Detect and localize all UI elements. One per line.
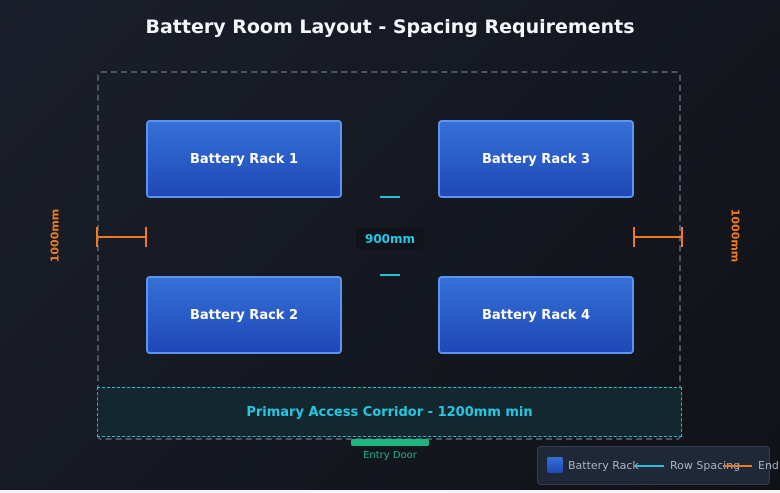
entry-door-label: Entry Door	[363, 450, 417, 461]
end-clearance-left-cap2	[145, 227, 147, 247]
diagram-title: Battery Room Layout - Spacing Requiremen…	[145, 16, 635, 38]
end-clearance-left-line	[97, 236, 146, 238]
legend-end-label: End	[758, 459, 779, 472]
battery-rack-1: Battery Rack 1	[146, 120, 342, 198]
legend: Battery Rack Row Spacing End	[537, 446, 779, 485]
row-spacing-tick-bottom	[380, 274, 400, 276]
legend-rack-label: Battery Rack	[568, 459, 639, 472]
end-clearance-right-label: 1000mm	[728, 208, 742, 263]
access-corridor: Primary Access Corridor - 1200mm min	[97, 387, 682, 437]
battery-rack-3: Battery Rack 3	[438, 120, 634, 198]
battery-rack-2: Battery Rack 2	[146, 276, 342, 354]
end-clearance-right-cap2	[681, 227, 683, 247]
row-spacing-tick-top	[380, 196, 400, 198]
legend-row-label: Row Spacing	[670, 459, 741, 472]
legend-end-swatch	[723, 465, 752, 467]
end-clearance-right-line	[634, 236, 682, 238]
page-edge	[0, 490, 780, 493]
legend-rack-swatch	[547, 457, 563, 473]
entry-door	[351, 439, 429, 446]
end-clearance-left-label: 1000mm	[48, 208, 62, 263]
row-spacing-label: 900mm	[356, 228, 424, 249]
legend-row-swatch	[635, 465, 664, 467]
battery-rack-4: Battery Rack 4	[438, 276, 634, 354]
